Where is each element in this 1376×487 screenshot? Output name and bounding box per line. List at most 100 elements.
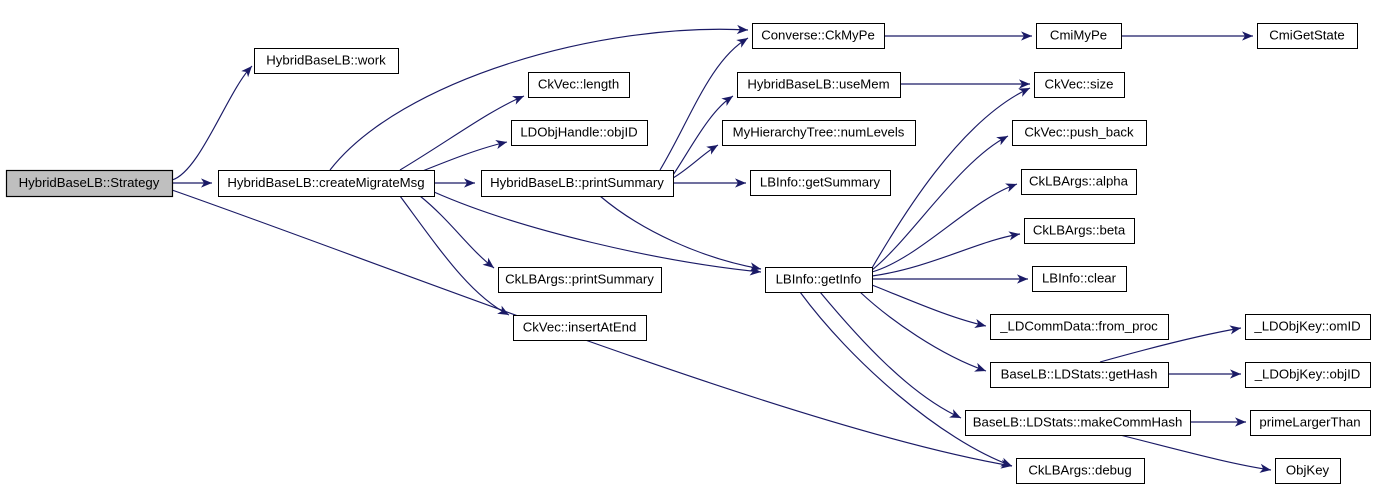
- node-box[interactable]: [750, 170, 891, 196]
- edge-line: [799, 291, 1013, 467]
- node-ckvecinsertatend[interactable]: CkVec::insertAtEnd: [513, 315, 647, 341]
- node-cklbargsbeta[interactable]: CkLBArgs::beta: [1024, 218, 1135, 244]
- node-label: CkLBArgs::alpha: [1029, 173, 1129, 188]
- arrowhead-icon: [201, 178, 212, 188]
- arrowhead-icon: [497, 305, 509, 315]
- node-box[interactable]: [1250, 410, 1371, 436]
- edge-usemem-to-ckvecsize: [900, 79, 1030, 89]
- edge-line: [659, 37, 749, 171]
- node-box[interactable]: [965, 410, 1191, 436]
- node-label: HybridBaseLB::useMem: [747, 76, 889, 91]
- node-label: BaseLB::LDStats::makeCommHash: [973, 414, 1183, 429]
- arrowhead-icon: [735, 178, 746, 188]
- edge-getinfo-to-makecommhash: [819, 291, 962, 419]
- edge-getinfo-to-ckvecpushback: [871, 135, 1009, 271]
- node-box[interactable]: [1034, 72, 1125, 98]
- node-getsummary[interactable]: LBInfo::getSummary: [750, 170, 891, 196]
- node-box[interactable]: [1024, 218, 1135, 244]
- node-cklbargsdebug[interactable]: CkLBArgs::debug: [1016, 458, 1145, 484]
- node-label: CmiGetState: [1269, 27, 1345, 42]
- node-ckveclength[interactable]: CkVec::length: [528, 72, 630, 98]
- node-box[interactable]: [1275, 458, 1341, 484]
- node-objid[interactable]: _LDObjKey::objID: [1245, 362, 1371, 388]
- edge-line: [599, 195, 762, 270]
- edge-line: [399, 95, 525, 171]
- node-cmimype[interactable]: CmiMyPe: [1036, 23, 1122, 49]
- edge-getinfo-to-ckvecsize: [871, 87, 1031, 269]
- edge-printsummary-to-usemem: [672, 95, 734, 176]
- node-box[interactable]: [1016, 458, 1145, 484]
- node-box[interactable]: [5, 169, 174, 198]
- node-gethash[interactable]: BaseLB::LDStats::getHash: [990, 362, 1169, 388]
- node-label: Converse::CkMyPe: [761, 27, 875, 42]
- node-box[interactable]: [990, 314, 1169, 340]
- edge-getinfo-to-cklbargsdebug: [799, 291, 1013, 467]
- arrowhead-icon: [495, 140, 507, 150]
- node-primelargerthan[interactable]: primeLargerThan: [1250, 410, 1371, 436]
- edge-line: [419, 141, 508, 173]
- node-numlevels[interactable]: MyHierarchyTree::numLevels: [722, 120, 916, 146]
- node-box[interactable]: [1245, 314, 1371, 340]
- node-label: CmiMyPe: [1050, 27, 1107, 42]
- node-box[interactable]: [752, 23, 885, 49]
- node-box[interactable]: [737, 72, 901, 98]
- node-box[interactable]: [1036, 23, 1122, 49]
- edge-line: [819, 291, 962, 419]
- node-box[interactable]: [1257, 23, 1358, 49]
- node-makecommhash[interactable]: BaseLB::LDStats::makeCommHash: [965, 410, 1191, 436]
- node-box[interactable]: [511, 120, 648, 146]
- edge-createmigratemsg-to-ldobjhandleobjid: [419, 140, 508, 173]
- node-box[interactable]: [990, 362, 1169, 388]
- node-box[interactable]: [513, 315, 647, 341]
- node-cklbargsalpha[interactable]: CkLBArgs::alpha: [1021, 169, 1137, 195]
- node-cmigetstate[interactable]: CmiGetState: [1257, 23, 1358, 49]
- node-ckvecsize[interactable]: CkVec::size: [1034, 72, 1125, 98]
- node-ldobjhandleobjid[interactable]: LDObjHandle::objID: [511, 120, 648, 146]
- edge-gethash-to-objid: [1168, 369, 1241, 379]
- node-box[interactable]: [528, 72, 630, 98]
- edge-createmigratemsg-to-conversemype: [329, 24, 749, 171]
- node-box[interactable]: [722, 120, 916, 146]
- node-box[interactable]: [498, 267, 662, 293]
- edge-line: [433, 191, 762, 273]
- edge-line: [859, 291, 987, 372]
- node-box[interactable]: [481, 170, 674, 197]
- node-getinfo[interactable]: LBInfo::getInfo: [765, 267, 873, 293]
- arrowhead-icon: [464, 178, 475, 188]
- node-label: CkVec::push_back: [1024, 124, 1134, 139]
- arrowhead-icon: [1000, 457, 1012, 467]
- node-usemem[interactable]: HybridBaseLB::useMem: [737, 72, 901, 98]
- node-label: primeLargerThan: [1259, 414, 1360, 429]
- node-strategy[interactable]: HybridBaseLB::Strategy: [5, 169, 174, 198]
- node-box[interactable]: [1032, 266, 1127, 292]
- node-objkey[interactable]: ObjKey: [1275, 458, 1341, 484]
- node-conversemype[interactable]: Converse::CkMyPe: [752, 23, 885, 49]
- node-label: BaseLB::LDStats::getHash: [1001, 366, 1158, 381]
- node-ckvecpushback[interactable]: CkVec::push_back: [1012, 120, 1147, 146]
- node-box[interactable]: [1245, 362, 1371, 388]
- arrowhead-icon: [736, 24, 748, 35]
- edge-line: [871, 233, 1021, 277]
- node-createmigratemsg[interactable]: HybridBaseLB::createMigrateMsg: [218, 170, 435, 197]
- node-box[interactable]: [254, 48, 399, 74]
- node-omid[interactable]: _LDObjKey::omID: [1245, 314, 1371, 340]
- node-box[interactable]: [1012, 120, 1147, 146]
- edge-getinfo-to-fromproc: [871, 284, 987, 328]
- node-box[interactable]: [765, 267, 873, 293]
- edge-createmigratemsg-to-cklbargsprintsummary: [419, 195, 495, 269]
- node-printsummary[interactable]: HybridBaseLB::printSummary: [481, 170, 674, 197]
- node-label: CkLBArgs::printSummary: [505, 271, 654, 286]
- edge-strategy-to-work: [171, 65, 253, 181]
- node-label: CkVec::length: [538, 76, 619, 91]
- node-label: CkVec::insertAtEnd: [523, 319, 637, 334]
- node-cklbargsprintsummary[interactable]: CkLBArgs::printSummary: [498, 267, 662, 293]
- edge-strategy-to-createmigratemsg: [172, 178, 212, 188]
- node-fromproc[interactable]: _LDCommData::from_proc: [990, 314, 1169, 340]
- node-work[interactable]: HybridBaseLB::work: [254, 48, 399, 74]
- node-box[interactable]: [1021, 169, 1137, 195]
- node-label: CkLBArgs::debug: [1028, 462, 1131, 477]
- arrowhead-icon: [1242, 31, 1253, 41]
- node-lbinfoclear[interactable]: LBInfo::clear: [1032, 266, 1127, 292]
- node-box[interactable]: [218, 170, 435, 197]
- arrowhead-icon: [1229, 325, 1241, 335]
